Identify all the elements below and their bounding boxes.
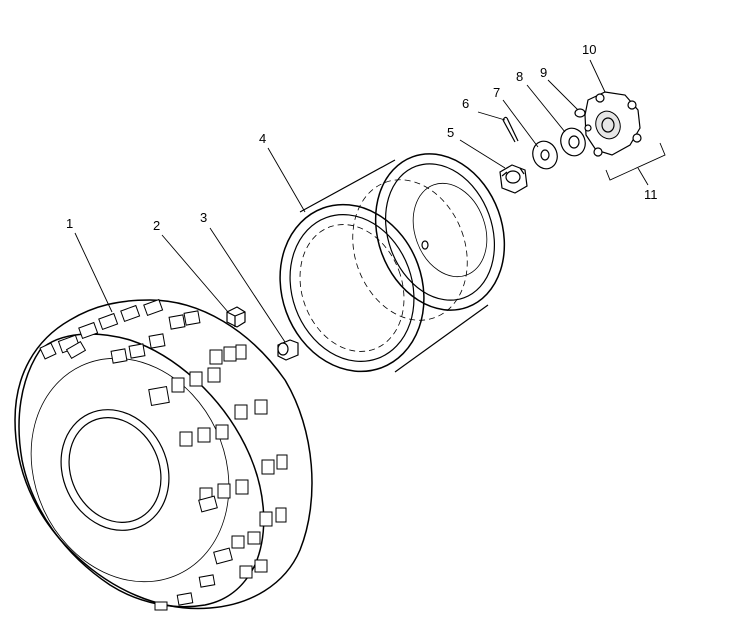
wheel-rim	[279, 153, 506, 373]
callout-11: 11	[644, 187, 658, 202]
callout-6: 6	[462, 96, 469, 111]
callout-labels: 1 2 3 4 5 6 7 8 9 10 11	[66, 42, 658, 233]
cotter-pin	[502, 116, 519, 143]
washer-7	[532, 140, 558, 170]
callout-10: 10	[582, 42, 596, 57]
wheel-hub	[584, 91, 642, 157]
callout-9: 9	[540, 65, 547, 80]
callout-4: 4	[259, 131, 266, 146]
callout-8: 8	[516, 69, 523, 84]
axle-nut	[499, 164, 528, 194]
callout-1: 1	[66, 216, 73, 231]
wheel-stud	[574, 108, 586, 118]
tire	[14, 298, 313, 611]
washer-8	[560, 127, 586, 157]
callout-3: 3	[200, 210, 207, 225]
callout-7: 7	[493, 85, 500, 100]
callout-5: 5	[447, 125, 454, 140]
callout-2: 2	[153, 218, 160, 233]
lug-nut	[226, 306, 246, 328]
valve-stem	[277, 339, 299, 361]
tread-blocks	[39, 298, 288, 611]
leader-lines	[74, 59, 666, 343]
